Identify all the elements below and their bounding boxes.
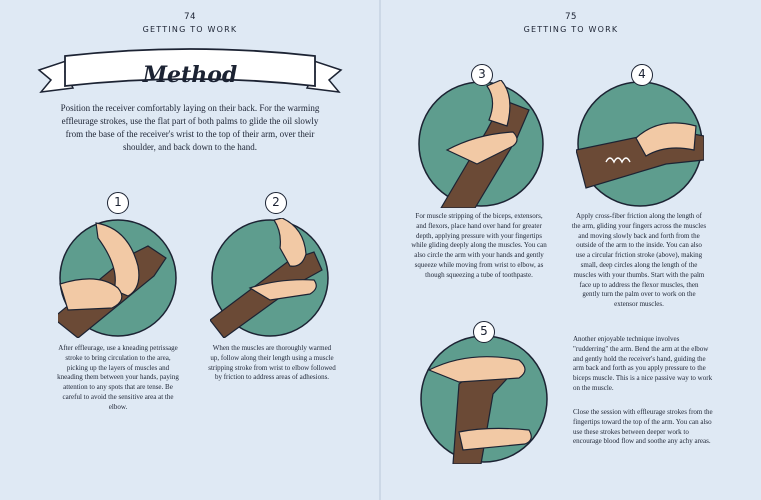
page-number: 75 <box>565 12 577 22</box>
banner-title: Method <box>142 62 238 88</box>
step-3-caption: For muscle stripping of the biceps, exte… <box>411 212 547 279</box>
step-3-badge: 3 <box>471 64 493 86</box>
step-5-badge: 5 <box>473 321 495 343</box>
step-1-caption: After effleurage, use a kneading petriss… <box>57 344 179 411</box>
ribbon-banner <box>37 48 343 93</box>
page-number: 74 <box>184 12 196 22</box>
step-4-illustration <box>576 80 704 208</box>
step-2-illustration <box>210 218 330 338</box>
step-4-badge: 4 <box>631 64 653 86</box>
step-5-illustration <box>419 334 549 464</box>
step-2-caption: When the muscles are thoroughly warmed u… <box>208 344 336 382</box>
gutter <box>379 0 381 500</box>
step-1-illustration <box>58 218 178 338</box>
step-4-caption: Apply cross-fiber friction along the len… <box>571 212 707 309</box>
section-title: GETTING TO WORK <box>142 25 238 34</box>
closing-text: Close the session with effleurage stroke… <box>573 408 713 446</box>
step-3-illustration <box>417 80 545 208</box>
section-title: GETTING TO WORK <box>523 25 619 34</box>
intro-text: Position the receiver comfortably laying… <box>60 103 320 153</box>
step-5-caption: Another enjoyable technique involves "ru… <box>573 335 713 392</box>
step-1-badge: 1 <box>107 192 129 214</box>
left-page: 74 GETTING TO WORK Method Position the r… <box>0 0 380 500</box>
right-page: 75 GETTING TO WORK 3 4 For muscle stripp… <box>381 0 761 500</box>
step-2-badge: 2 <box>265 192 287 214</box>
